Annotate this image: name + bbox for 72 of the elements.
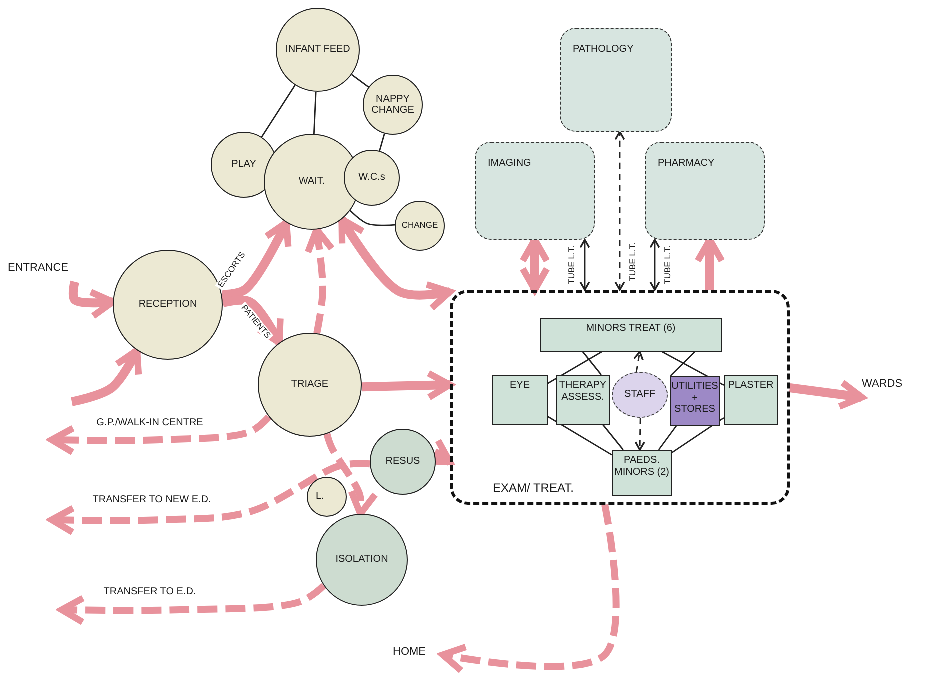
- room-label: PHARMACY: [658, 158, 715, 169]
- room-label: INFANT FEED: [286, 44, 350, 56]
- arrow: [650, 239, 660, 291]
- room-label: PATHOLOGY: [573, 44, 634, 55]
- place-label: WARDS: [862, 378, 924, 398]
- room-label: TRIAGE: [291, 379, 329, 391]
- edge-label: TUBE L.T.: [663, 244, 673, 286]
- room-label: STAFF: [624, 389, 656, 401]
- arrow: [580, 239, 590, 291]
- room-label: NAPPY CHANGE: [370, 94, 416, 116]
- room-label: IMAGING: [488, 158, 532, 169]
- staff-ellipse: [612, 372, 668, 418]
- room-box: [556, 375, 610, 425]
- place-label: ENTRANCE: [8, 262, 88, 282]
- zone-label: EXAM/ TREAT.: [493, 482, 574, 496]
- room-label: L.: [316, 491, 324, 503]
- room-box: [670, 376, 720, 426]
- room-circle: [395, 201, 445, 251]
- room-box: [492, 375, 548, 425]
- arrow: [634, 418, 646, 451]
- room-label: W.C.s: [358, 172, 386, 184]
- arrow: [634, 351, 644, 372]
- room-label: THERAPY ASSESS.: [558, 380, 608, 403]
- room-label: UTILITIES + STORES: [671, 381, 719, 416]
- flow-arrow: [48, 414, 272, 456]
- edge-label: TUBE L.T.: [567, 244, 577, 286]
- room-label: PLAY: [232, 159, 256, 171]
- flow-arrow: [71, 347, 142, 406]
- room-circle: [307, 477, 347, 517]
- flow-arrow: [222, 296, 284, 346]
- flow-arrow: [362, 370, 454, 401]
- zone-boundary: [450, 290, 790, 505]
- connector-line: [670, 352, 696, 376]
- flow-arrow: [58, 583, 326, 626]
- room-label: RESUS: [386, 456, 420, 468]
- connector-line: [602, 424, 624, 450]
- edge-label: G.P./WALK-IN CENTRE: [94, 418, 206, 428]
- room-label: CHANGE: [402, 221, 438, 231]
- flow-arrow: [48, 460, 370, 536]
- department-box: [560, 28, 672, 132]
- department-box: [645, 142, 765, 240]
- room-label: ISOLATION: [336, 554, 388, 566]
- room-box: [724, 375, 778, 425]
- connector-line: [672, 418, 724, 454]
- flow-arrow: [789, 380, 866, 410]
- connector-line: [658, 426, 678, 450]
- edge-label: TRANSFER TO NEW E.D.: [90, 494, 214, 506]
- room-label: EYE: [510, 380, 530, 392]
- connector-line: [548, 351, 602, 384]
- connector-line: [582, 352, 602, 376]
- flow-arrow: [440, 504, 620, 674]
- flow-arrow: [338, 216, 454, 312]
- flow-arrow: [222, 220, 292, 300]
- arrow: [614, 131, 626, 291]
- room-label: WAIT.: [298, 176, 326, 188]
- connector-line: [261, 84, 296, 138]
- connector-line: [313, 92, 317, 134]
- connector-line: [379, 134, 386, 152]
- room-circle: [344, 150, 400, 206]
- room-label: PLASTER: [728, 380, 774, 392]
- room-label: MINORS TREAT (6): [586, 323, 676, 334]
- place-label: HOME: [393, 646, 443, 668]
- edge-label: TRANSFER TO E.D.: [102, 586, 198, 598]
- room-label: PAEDS. MINORS (2): [614, 455, 670, 478]
- connector-line: [548, 416, 612, 456]
- department-box: [475, 142, 595, 240]
- edge-label: TUBE L.T.: [628, 240, 638, 284]
- connector-line: [350, 210, 396, 226]
- room-box: [540, 318, 722, 352]
- room-box: [612, 450, 672, 496]
- connector-line: [351, 74, 370, 88]
- room-label: RECEPTION: [138, 299, 198, 311]
